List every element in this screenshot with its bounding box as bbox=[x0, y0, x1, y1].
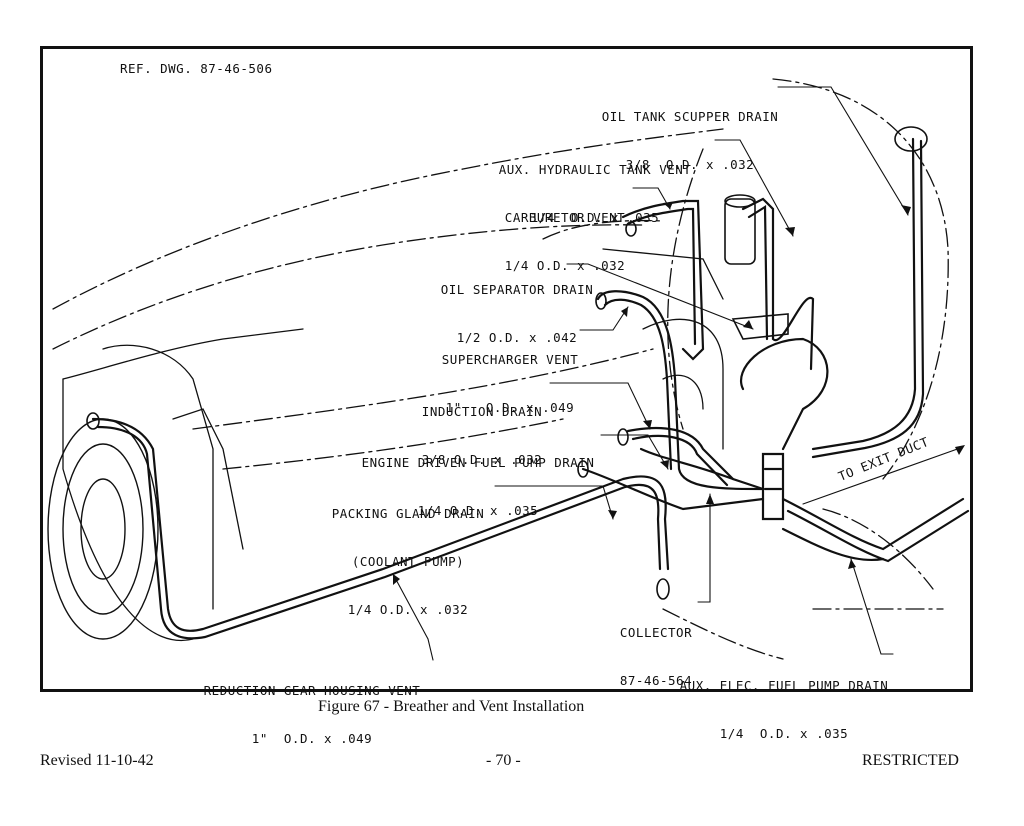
label-engine-driven-fuel-pump-drain: ENGINE DRIVEN FUEL PUMP DRAIN 1/4 O.D. x… bbox=[352, 423, 604, 535]
label-name: COLLECTOR bbox=[619, 625, 693, 640]
label-oil-separator-drain: OIL SEPARATOR DRAIN 1/2 O.D. x .042 bbox=[427, 250, 607, 362]
label-aux-elec-fuel-pump-drain: AUX. ELEC. FUEL PUMP DRAIN 1/4 O.D. x .0… bbox=[672, 646, 896, 758]
fittings bbox=[86, 126, 928, 600]
label-collector: COLLECTOR 87-46-564 bbox=[612, 593, 700, 705]
footer-page-number: - 70 - bbox=[486, 752, 521, 769]
label-carburetor-vent: CARBURETOR VENT 1/4 O.D. x .032 bbox=[490, 178, 640, 290]
label-aux-hydraulic-tank-vent: AUX. HYDRAULIC TANK VENT 1/4 O.D. x .035 bbox=[477, 130, 713, 242]
label-spec: 87-46-564 bbox=[619, 673, 693, 688]
label-spec: 1/4 O.D. x .032 bbox=[504, 258, 626, 273]
label-reduction-gear-housing-vent: REDUCTION GEAR HOUSING VENT 1" O.D. x .0… bbox=[192, 651, 432, 763]
label-spec: 1" O.D. x .049 bbox=[445, 400, 575, 415]
label-oil-tank-scupper-drain: OIL TANK SCUPPER DRAIN 3/8 O.D. x .032 bbox=[590, 77, 790, 189]
leader-lines bbox=[392, 86, 909, 661]
label-spec: 1/4 O.D. x .032 bbox=[347, 602, 469, 617]
figure-caption: Figure 67 - Breather and Vent Installati… bbox=[318, 698, 585, 715]
label-name: SUPERCHARGER VENT bbox=[441, 352, 579, 367]
label-sub: (COOLANT PUMP) bbox=[351, 554, 465, 569]
exit-duct-arrow-line bbox=[802, 446, 964, 505]
label-spec: 3/8 O.D. x .032 bbox=[625, 157, 755, 172]
label-name: OIL TANK SCUPPER DRAIN bbox=[601, 109, 779, 124]
footer-classification: RESTRICTED bbox=[862, 752, 959, 769]
label-induction-drain: INDUCTION DRAIN 3/8 O.D. x .032 bbox=[412, 372, 552, 484]
figure-frame bbox=[40, 46, 973, 692]
label-spec: 1/4 O.D. x .035 bbox=[530, 210, 660, 225]
engine-body-outline bbox=[62, 248, 724, 641]
label-name: PACKING GLAND DRAIN bbox=[331, 506, 485, 521]
label-name: OIL SEPARATOR DRAIN bbox=[440, 282, 594, 297]
footer-revised-date: Revised 11-10-42 bbox=[40, 752, 154, 769]
label-name: REDUCTION GEAR HOUSING VENT bbox=[203, 683, 421, 698]
label-supercharger-vent: SUPERCHARGER VENT 1" O.D. x .049 bbox=[430, 320, 590, 432]
label-name: CARBURETOR VENT bbox=[504, 210, 626, 225]
label-spec: 1" O.D. x .049 bbox=[251, 731, 373, 746]
label-spec: 3/8 O.D. x .032 bbox=[421, 452, 543, 467]
vent-tubing bbox=[91, 137, 970, 640]
engine-breather-diagram bbox=[47, 78, 970, 661]
propeller-hub bbox=[47, 418, 159, 640]
label-name: AUX. ELEC. FUEL PUMP DRAIN bbox=[679, 678, 889, 693]
label-spec: 1/2 O.D. x .042 bbox=[456, 330, 578, 345]
label-packing-gland-drain: PACKING GLAND DRAIN (COOLANT PUMP) 1/4 O… bbox=[328, 474, 488, 634]
label-name: AUX. HYDRAULIC TANK VENT bbox=[498, 162, 692, 177]
label-spec: 1/4 O.D. x .035 bbox=[417, 503, 539, 518]
label-name: INDUCTION DRAIN bbox=[421, 404, 543, 419]
label-name: ENGINE DRIVEN FUEL PUMP DRAIN bbox=[361, 455, 595, 470]
reference-drawing: REF. DWG. 87-46-506 bbox=[120, 61, 273, 76]
label-spec: 1/4 O.D. x .035 bbox=[719, 726, 849, 741]
